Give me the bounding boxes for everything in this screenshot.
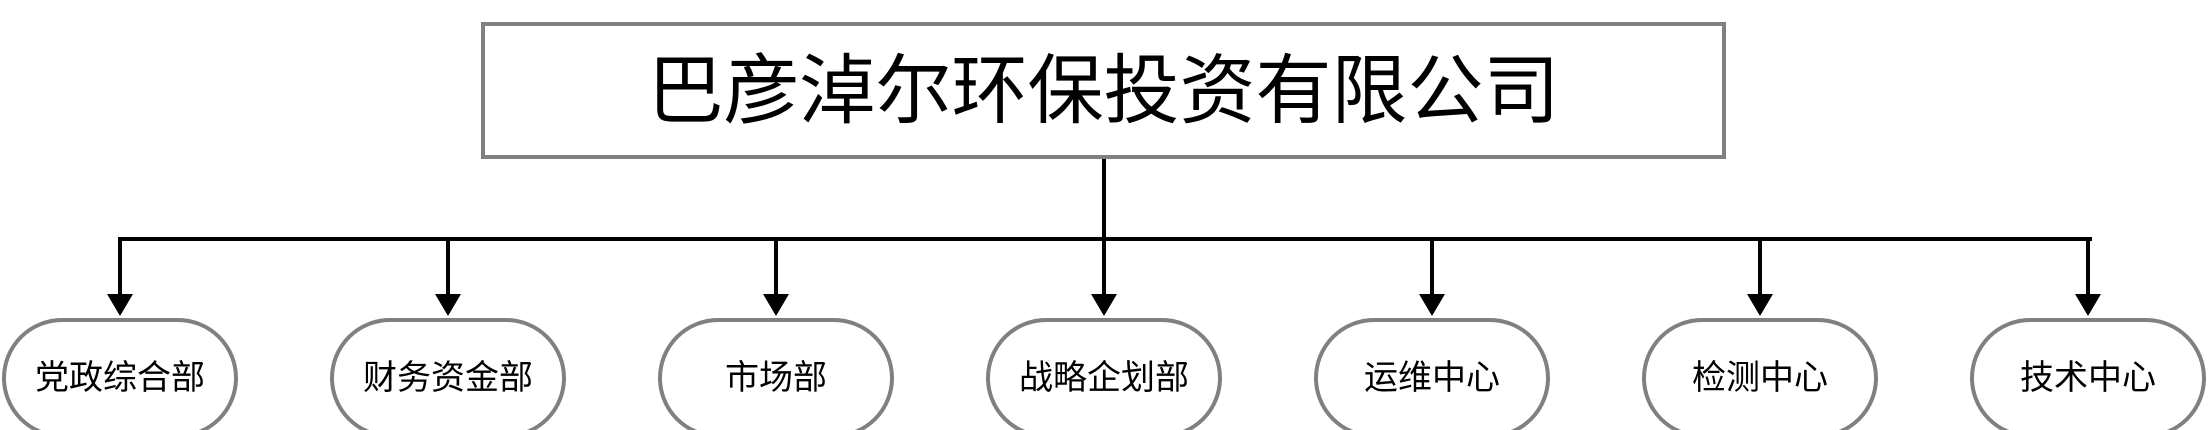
node-label-7: 技术中心 [2020,358,2156,398]
connector-branch-3 [774,237,778,297]
arrow-head-icon-1 [107,294,133,316]
connector-branch-2 [446,237,450,297]
node-label-6: 检测中心 [1692,358,1828,398]
arrow-head-icon-3 [763,294,789,316]
connector-branch-1 [118,237,122,297]
connector-root-stem [1102,159,1106,241]
connector-branch-5 [1430,237,1434,297]
node-label-5: 运维中心 [1364,358,1500,398]
arrow-head-icon-7 [2075,294,2101,316]
node-label-4: 战略企划部 [1019,358,1189,398]
connector-branch-4 [1102,237,1106,297]
connector-branch-6 [1758,237,1762,297]
node-label-2: 财务资金部 [363,358,533,398]
root-node-company[interactable]: 巴彦淖尔环保投资有限公司 [481,22,1726,159]
arrow-head-icon-6 [1747,294,1773,316]
node-technology-center[interactable]: 技术中心 [1970,318,2206,430]
node-operations-maintenance-center[interactable]: 运维中心 [1314,318,1550,430]
node-party-government-general-department[interactable]: 党政综合部 [2,318,238,430]
arrow-head-icon-5 [1419,294,1445,316]
root-node-label: 巴彦淖尔环保投资有限公司 [647,45,1560,135]
arrow-head-icon-4 [1091,294,1117,316]
arrow-head-icon-2 [435,294,461,316]
node-marketing-department[interactable]: 市场部 [658,318,894,430]
connector-branch-7 [2086,237,2090,297]
node-label-3: 市场部 [725,358,827,398]
node-strategic-planning-department[interactable]: 战略企划部 [986,318,1222,430]
node-finance-funds-department[interactable]: 财务资金部 [330,318,566,430]
node-testing-center[interactable]: 检测中心 [1642,318,1878,430]
node-label-1: 党政综合部 [35,358,205,398]
